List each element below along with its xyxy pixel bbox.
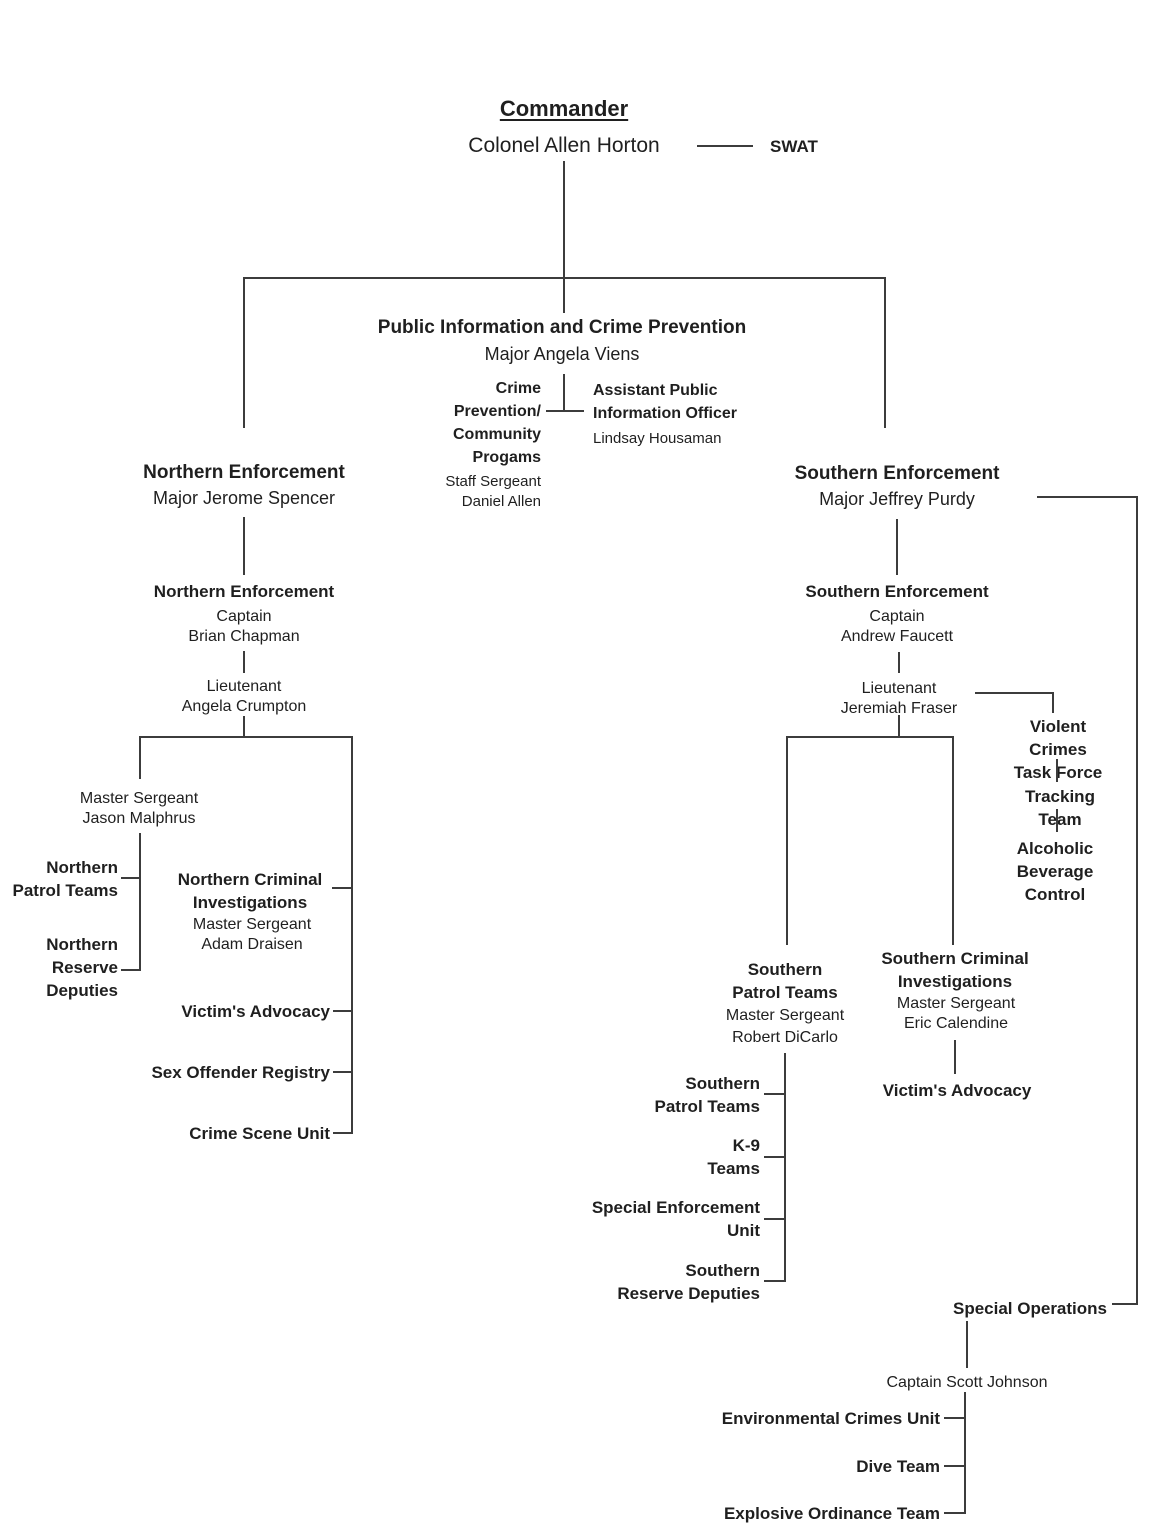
special-enforcement-unit: Special Enforcement Unit: [591, 1198, 760, 1240]
northern-victims-advocacy: Victim's Advocacy: [181, 1002, 330, 1021]
special-operations-captain: Captain Scott Johnson: [886, 1374, 1048, 1391]
line-k9-conn: [764, 1156, 784, 1158]
line-special-ops-v1: [966, 1321, 968, 1368]
southern-criminal-investigations-name: Master Sergeant Eric Calendine: [896, 995, 1016, 1032]
line-publicinfo-sub-h: [546, 410, 584, 412]
line-southern-rail-v: [1136, 496, 1138, 1305]
tracking-team: Tracking Team: [1025, 787, 1095, 829]
dive-team: Dive Team: [856, 1457, 940, 1476]
commander-title: Commander: [499, 96, 629, 121]
northern-master-sergeant: Master Sergeant Jason Malphrus: [79, 790, 199, 827]
crime-prevention-name: Staff Sergeant Daniel Allen: [445, 473, 541, 510]
line-northern-v2: [243, 651, 245, 673]
line-srd-conn: [764, 1280, 784, 1282]
southern-reserve-deputies: Southern Reserve Deputies: [617, 1261, 760, 1303]
line-southern-v2: [898, 652, 900, 673]
line-northern-left-v: [139, 833, 141, 971]
line-special-ops-conn: [1112, 1303, 1138, 1305]
line-vctf-elbow-h: [975, 692, 1054, 694]
public-information-name: Major Angela Viens: [484, 344, 640, 364]
northern-major: Major Jerome Spencer: [152, 488, 336, 508]
line-publicinfo-drop: [563, 277, 565, 313]
line-vctf-to-tracking: [1056, 759, 1058, 782]
line-ecu-conn: [944, 1417, 964, 1419]
line-northern-drop: [243, 277, 245, 428]
southern-criminal-investigations-title: Southern Criminal Investigations: [881, 949, 1029, 991]
line-northern-v1: [243, 517, 245, 575]
line-northern-csu-conn: [333, 1132, 351, 1134]
northern-sex-offender-registry: Sex Offender Registry: [151, 1063, 330, 1082]
explosive-ordinance-team: Explosive Ordinance Team: [723, 1504, 940, 1523]
public-information-title: Public Information and Crime Prevention: [377, 317, 747, 338]
line-southern-right-drop: [952, 736, 954, 945]
northern-reserve-deputies: Northern Reserve Deputies: [46, 935, 118, 1000]
line-sci-to-va: [954, 1040, 956, 1074]
line-northern-ci-conn: [332, 887, 351, 889]
northern-criminal-investigations-name: Master Sergeant Adam Draisen: [192, 916, 312, 953]
southern-patrol-teams: Southern Patrol Teams: [654, 1074, 760, 1116]
southern-unit-title: Southern Enforcement: [805, 582, 989, 601]
southern-patrol-title: Southern Patrol Teams: [732, 960, 838, 1002]
k9-teams: K-9 Teams: [707, 1136, 760, 1178]
line-northern-reserve-conn: [121, 969, 139, 971]
line-northern-v3: [243, 716, 245, 737]
line-northern-left-drop: [139, 736, 141, 779]
line-eot-conn: [944, 1512, 964, 1514]
northern-captain: Captain Brian Chapman: [188, 608, 300, 645]
crime-prevention-title: Crime Prevention/ Community Progams: [453, 380, 541, 466]
line-northern-right-v: [351, 736, 353, 1134]
northern-crime-scene-unit: Crime Scene Unit: [189, 1124, 330, 1143]
line-southern-rail-h: [1037, 496, 1138, 498]
assistant-pio-title: Assistant Public Information Officer: [593, 382, 738, 422]
northern-title: Northern Enforcement: [143, 462, 345, 483]
line-northern-sor-conn: [333, 1071, 351, 1073]
line-sp-teams-conn: [764, 1093, 784, 1095]
northern-patrol-teams: Northern Patrol Teams: [12, 858, 118, 900]
line-publicinfo-sub-v: [563, 374, 565, 412]
line-southern-left-drop: [786, 736, 788, 945]
assistant-pio-name: Lindsay Housaman: [593, 430, 722, 447]
line-southern-patrol-v: [784, 1053, 786, 1282]
southern-title: Southern Enforcement: [794, 463, 1000, 484]
line-northern-branch: [139, 736, 353, 738]
southern-major: Major Jeffrey Purdy: [819, 489, 975, 509]
special-operations-title: Special Operations: [953, 1299, 1107, 1318]
alcoholic-beverage-control: Alcoholic Beverage Control: [1016, 839, 1094, 904]
line-commander-to-swat: [697, 145, 753, 147]
line-southern-v3: [898, 715, 900, 738]
swat-label: SWAT: [770, 137, 818, 156]
northern-criminal-investigations-title: Northern Criminal Investigations: [177, 870, 323, 912]
line-southern-v1: [896, 519, 898, 575]
line-southern-branch: [786, 736, 954, 738]
environmental-crimes-unit: Environmental Crimes Unit: [721, 1409, 940, 1428]
southern-captain: Captain Andrew Faucett: [840, 608, 954, 645]
violent-crimes-task-force: Violent Crimes Task Force: [1013, 717, 1103, 782]
southern-lieutenant: Lieutenant Jeremiah Fraser: [840, 680, 958, 717]
line-dive-conn: [944, 1465, 964, 1467]
line-vctf-elbow-v: [1052, 692, 1054, 713]
line-northern-patrol-conn: [121, 877, 139, 879]
commander-name: Colonel Allen Horton: [468, 134, 660, 157]
northern-lieutenant: Lieutenant Angela Crumpton: [181, 678, 307, 715]
northern-unit-title: Northern Enforcement: [153, 582, 335, 601]
line-northern-va-conn: [333, 1010, 351, 1012]
line-tracking-to-abc: [1056, 809, 1058, 832]
line-seu-conn: [764, 1218, 784, 1220]
line-southern-drop: [884, 277, 886, 428]
southern-patrol-name: Master Sergeant Robert DiCarlo: [725, 1007, 845, 1046]
line-special-ops-v2: [964, 1392, 966, 1514]
line-commander-drop: [563, 161, 565, 278]
southern-victims-advocacy: Victim's Advocacy: [882, 1081, 1032, 1100]
